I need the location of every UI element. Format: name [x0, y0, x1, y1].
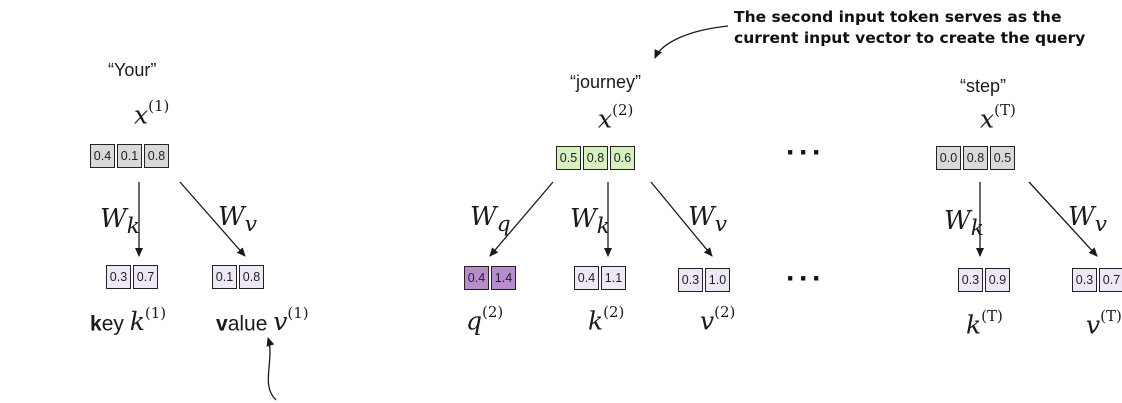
vector-cell: 0.7 — [133, 265, 158, 289]
arrow-x1-to-v1 — [179, 181, 246, 257]
token-word-journey: “journey” — [570, 72, 642, 92]
vector-cell: 0.0 — [936, 146, 961, 170]
vector-cell: 1.4 — [491, 266, 516, 290]
q2-vector: 0.4 1.4 — [464, 266, 516, 290]
vector-cell: 0.3 — [106, 265, 131, 289]
x2-vector: 0.5 0.8 0.6 — [556, 146, 635, 170]
annotation-text: The second input token serves as the cur… — [734, 7, 1085, 49]
value-label: value v(1) — [216, 304, 309, 337]
vector-cell: 0.5 — [556, 146, 581, 170]
vector-cell: 0.3 — [678, 268, 703, 292]
annotation-line-1: The second input token serves as the — [734, 8, 1062, 26]
token-word-step: “step” — [960, 76, 1007, 96]
v2-label: v(2) — [700, 303, 736, 336]
vector-cell: 0.9 — [985, 268, 1010, 292]
vT-label: v(T) — [1086, 307, 1122, 340]
vector-cell: 0.3 — [958, 268, 983, 292]
wk-label-1: Wk — [100, 204, 140, 240]
x1-label: x(1) — [134, 97, 170, 130]
wv-label-1: Wv — [218, 202, 257, 238]
x2-label: x(2) — [598, 101, 634, 134]
vector-cell: 0.4 — [574, 266, 599, 290]
v1-vector: 0.1 0.8 — [212, 265, 264, 289]
k2-label: k(2) — [588, 303, 625, 336]
vector-cell: 0.8 — [239, 265, 264, 289]
ellipsis-top: ··· — [786, 136, 825, 169]
vector-cell: 0.4 — [464, 266, 489, 290]
vector-cell: 0.6 — [610, 146, 635, 170]
vector-cell: 0.8 — [583, 146, 608, 170]
vector-cell: 1.0 — [705, 268, 730, 292]
vector-cell: 0.8 — [963, 146, 988, 170]
vector-cell: 0.1 — [212, 265, 237, 289]
vector-cell: 0.7 — [1099, 268, 1122, 292]
wk-label-2: Wk — [570, 204, 610, 240]
kT-vector: 0.3 0.9 — [958, 268, 1010, 292]
token-word-your: “Your” — [108, 60, 157, 80]
vector-cell: 0.4 — [90, 144, 115, 168]
vector-cell: 1.1 — [601, 266, 626, 290]
annotation-pointer-top — [654, 25, 729, 59]
k1-vector: 0.3 0.7 — [106, 265, 158, 289]
x1-vector: 0.4 0.1 0.8 — [90, 144, 169, 168]
key-label: key k(1) — [90, 304, 167, 337]
wq-label: Wq — [470, 202, 511, 238]
annotation-pointer-bottom — [266, 337, 277, 401]
wv-label-T: Wv — [1068, 202, 1107, 238]
arrow-xT-to-vT — [1028, 181, 1098, 257]
arrow-x2-to-v2 — [650, 181, 713, 257]
ellipsis-bottom: ··· — [786, 262, 825, 295]
wk-label-T: Wk — [944, 206, 984, 242]
wv-label-2: Wv — [688, 202, 727, 238]
vT-vector: 0.3 0.7 — [1072, 268, 1122, 292]
annotation-line-2: current input vector to create the query — [734, 29, 1086, 47]
xT-label: x(T) — [980, 101, 1016, 134]
q2-label: q(2) — [466, 303, 504, 336]
kT-label: k(T) — [966, 307, 1003, 340]
xT-vector: 0.0 0.8 0.5 — [936, 146, 1015, 170]
arrow-x2-to-q2 — [489, 181, 554, 257]
vector-cell: 0.3 — [1072, 268, 1097, 292]
v2-vector: 0.3 1.0 — [678, 268, 730, 292]
vector-cell: 0.5 — [990, 146, 1015, 170]
vector-cell: 0.1 — [117, 144, 142, 168]
vector-cell: 0.8 — [144, 144, 169, 168]
k2-vector: 0.4 1.1 — [574, 266, 626, 290]
